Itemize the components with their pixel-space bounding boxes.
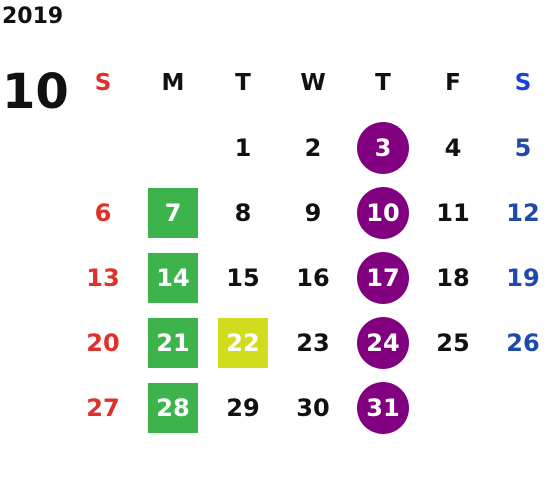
day-number: 27 — [86, 393, 120, 422]
empty-day-cell — [418, 375, 488, 440]
day-cell[interactable]: 7 — [138, 180, 208, 245]
day-cell[interactable]: 21 — [138, 310, 208, 375]
day-number: 14 — [156, 263, 190, 292]
day-cell[interactable]: 8 — [208, 180, 278, 245]
day-number: 17 — [366, 263, 400, 292]
highlight-circle — [357, 316, 409, 369]
empty-day-cell — [138, 115, 208, 180]
day-number: 1 — [234, 133, 252, 162]
day-cell[interactable]: 6 — [68, 180, 138, 245]
day-number: 23 — [296, 328, 330, 357]
day-number: 15 — [226, 263, 260, 292]
year-label: 2019 — [2, 4, 64, 29]
day-cell[interactable]: 28 — [138, 375, 208, 440]
day-number: 7 — [164, 198, 182, 227]
day-number: 31 — [366, 393, 400, 422]
highlight-square-green — [148, 187, 198, 238]
day-cell[interactable]: 19 — [488, 245, 548, 310]
highlight-square-green — [148, 317, 198, 368]
day-number: 21 — [156, 328, 190, 357]
day-number: 25 — [436, 328, 470, 357]
highlight-circle — [357, 251, 409, 304]
day-number: 28 — [156, 393, 190, 422]
week-row: 20 21 22 23 24 25 26 — [68, 310, 548, 375]
day-cell[interactable]: 30 — [278, 375, 348, 440]
highlight-square-green — [148, 382, 198, 433]
week-row: 6 7 8 9 10 11 12 — [68, 180, 548, 245]
day-cell[interactable]: 24 — [348, 310, 418, 375]
day-cell[interactable]: 16 — [278, 245, 348, 310]
weekday-header-friday: F — [445, 69, 461, 96]
day-cell[interactable]: 20 — [68, 310, 138, 375]
highlight-circle — [357, 381, 409, 434]
day-cell[interactable]: 15 — [208, 245, 278, 310]
day-cell[interactable]: 29 — [208, 375, 278, 440]
day-number: 3 — [374, 133, 392, 162]
day-cell[interactable]: 11 — [418, 180, 488, 245]
highlight-circle — [357, 121, 409, 174]
day-number: 19 — [506, 263, 540, 292]
day-number: 12 — [506, 198, 540, 227]
day-cell[interactable]: 23 — [278, 310, 348, 375]
day-cell[interactable]: 10 — [348, 180, 418, 245]
highlight-square-green — [148, 252, 198, 303]
day-cell[interactable]: 22 — [208, 310, 278, 375]
day-number: 29 — [226, 393, 260, 422]
day-cell[interactable]: 3 — [348, 115, 418, 180]
week-row: 27 28 29 30 31 — [68, 375, 548, 440]
day-cell[interactable]: 5 — [488, 115, 548, 180]
empty-day-cell — [488, 375, 548, 440]
weekday-header-monday: M — [161, 69, 185, 96]
weekday-header-thursday: T — [375, 69, 391, 96]
day-number: 30 — [296, 393, 330, 422]
day-cell[interactable]: 25 — [418, 310, 488, 375]
week-row: 13 14 15 16 17 18 19 — [68, 245, 548, 310]
day-number: 18 — [436, 263, 470, 292]
day-number: 20 — [86, 328, 120, 357]
weekday-header-wednesday: W — [300, 69, 326, 96]
weekday-header-saturday: S — [514, 69, 532, 96]
day-cell[interactable]: 13 — [68, 245, 138, 310]
highlight-square-lime — [218, 317, 268, 368]
day-number: 16 — [296, 263, 330, 292]
day-number: 13 — [86, 263, 120, 292]
day-cell[interactable]: 4 — [418, 115, 488, 180]
day-number: 5 — [514, 133, 532, 162]
day-number: 4 — [444, 133, 462, 162]
day-cell[interactable]: 9 — [278, 180, 348, 245]
highlight-circle — [357, 186, 409, 239]
day-number: 8 — [234, 198, 252, 227]
day-cell[interactable]: 26 — [488, 310, 548, 375]
weekday-header-sunday: S — [94, 69, 112, 96]
day-cell[interactable]: 18 — [418, 245, 488, 310]
day-cell[interactable]: 27 — [68, 375, 138, 440]
day-number: 9 — [304, 198, 322, 227]
day-number: 22 — [226, 328, 260, 357]
day-cell[interactable]: 17 — [348, 245, 418, 310]
empty-day-cell — [68, 115, 138, 180]
day-cell[interactable]: 2 — [278, 115, 348, 180]
weekday-header-tuesday: T — [235, 69, 251, 96]
month-number: 10 — [2, 64, 69, 120]
day-number: 2 — [304, 133, 322, 162]
day-number: 6 — [94, 198, 112, 227]
day-number: 24 — [366, 328, 400, 357]
week-row: 1 2 3 4 5 — [68, 115, 548, 180]
day-number: 11 — [436, 198, 470, 227]
day-number: 10 — [366, 198, 400, 227]
day-cell[interactable]: 1 — [208, 115, 278, 180]
day-cell[interactable]: 14 — [138, 245, 208, 310]
day-number: 26 — [506, 328, 540, 357]
day-cell[interactable]: 12 — [488, 180, 548, 245]
day-cell[interactable]: 31 — [348, 375, 418, 440]
